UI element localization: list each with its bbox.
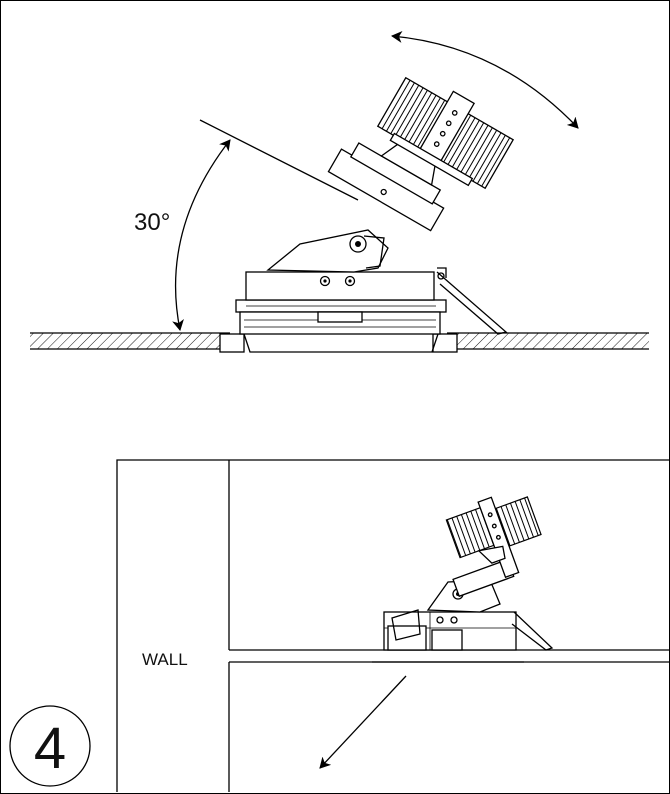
step-number: 4 — [34, 716, 66, 781]
ceiling-section — [30, 332, 649, 350]
downlight-housing — [219, 267, 508, 353]
tilted-lamp-module — [327, 76, 515, 232]
rotation-arrow-icon — [391, 30, 579, 129]
step-badge — [9, 705, 91, 787]
gimbal-arm — [266, 229, 389, 273]
tilt-angle-arrow-icon — [172, 139, 231, 331]
direction-arrow-icon — [319, 675, 407, 769]
tilted-lamp-module-small — [445, 496, 542, 598]
angle-label: 30° — [134, 209, 170, 236]
tilt-reference-line — [199, 119, 359, 201]
downlight-housing-small — [383, 609, 554, 651]
wall-label: WALL — [142, 650, 188, 669]
